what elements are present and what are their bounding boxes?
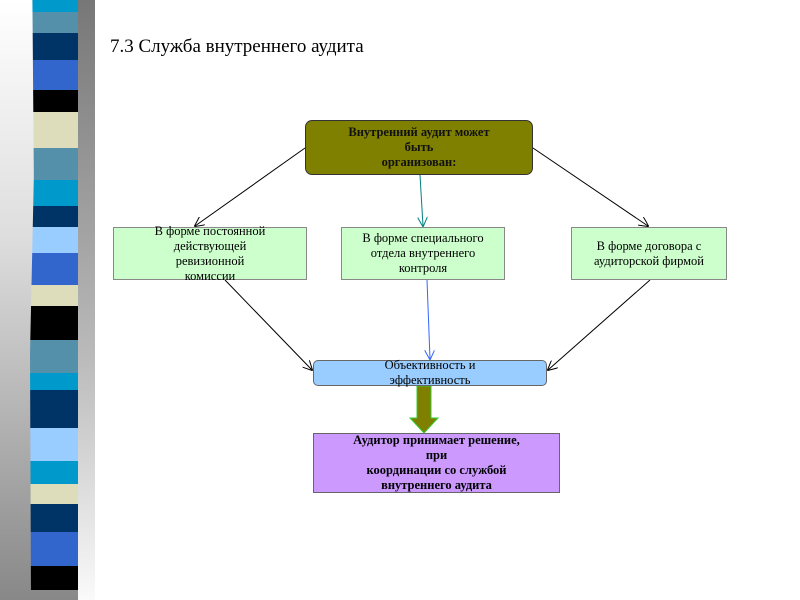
slide-title: 7.3 Служба внутреннего аудита	[110, 36, 364, 57]
arrow-left-result	[224, 279, 312, 370]
arrow-top-middle	[420, 174, 423, 226]
arrow-middle-result	[427, 279, 430, 359]
node-auditor-decision: Аудитор принимает решение, при координац…	[313, 433, 560, 493]
arrow-right-result	[548, 279, 651, 370]
node-internal-audit: Внутренний аудит может быть организован:	[305, 120, 533, 175]
decorative-stripes	[30, 0, 78, 590]
big-down-arrow	[408, 385, 440, 434]
background-band	[78, 0, 95, 600]
node-audit-firm-contract: В форме договора с аудиторской фирмой	[571, 227, 727, 280]
node-permanent-commission: В форме постоянной действующей ревизионн…	[113, 224, 307, 283]
node-special-department: В форме специального отдела внутреннего …	[341, 227, 505, 280]
arrow-top-right	[532, 147, 648, 226]
arrow-top-left	[195, 147, 306, 226]
node-objectivity: Объективность и эффективность	[313, 358, 547, 387]
